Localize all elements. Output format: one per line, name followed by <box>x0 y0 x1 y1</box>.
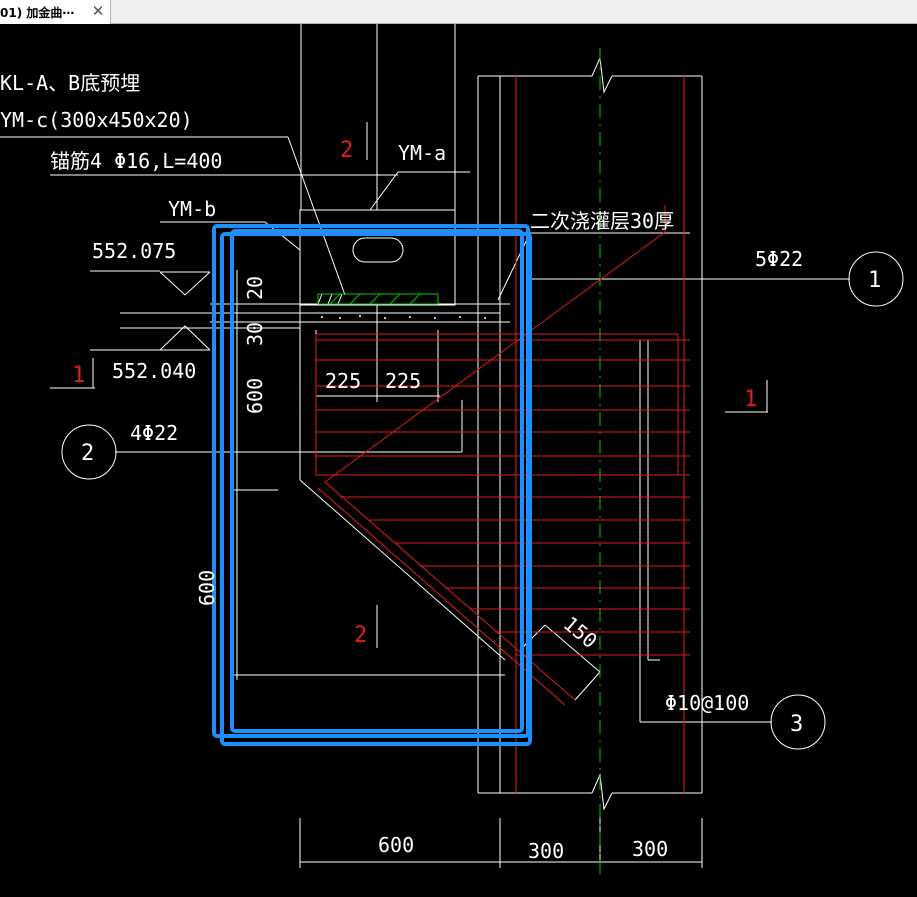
stirrup-label: Φ10@100 <box>665 691 749 715</box>
callout-1-label: 1 <box>868 268 881 293</box>
dim-300-b: 300 <box>632 837 668 861</box>
selection-highlight <box>212 224 532 746</box>
dim-30: 30 <box>243 322 267 346</box>
rebar-left-label: 4Φ22 <box>130 421 178 445</box>
dim-600-left: 600 <box>243 378 267 414</box>
embed-note-line1: KL-A、B底预埋 <box>0 71 140 95</box>
elevation-bottom: 552.040 <box>112 359 196 383</box>
section-mark-1-right: 1 <box>744 387 757 412</box>
document-tab[interactable]: 01) 加金曲⋯ ✕ <box>0 0 111 24</box>
grout-fill <box>321 315 486 319</box>
grout-hatch <box>317 293 343 305</box>
structure-lines <box>0 24 904 868</box>
anchor-note: 锚筋4 Φ16,L=400 <box>50 149 222 173</box>
callout-3-label: 3 <box>790 712 803 737</box>
dim-225-a: 225 <box>325 369 361 393</box>
cad-drawing[interactable]: KL-A、B底预埋 YM-c(300x450x20) 锚筋4 Φ16,L=400… <box>0 24 917 893</box>
rebar-lines <box>315 76 690 793</box>
grout-label: 二次浇灌层30厚 <box>530 209 674 233</box>
section-mark-1-left: 1 <box>72 363 85 388</box>
ym-b-label: YM-b <box>168 197 216 221</box>
cad-drawing-canvas[interactable]: KL-A、B底预埋 YM-c(300x450x20) 锚筋4 Φ16,L=400… <box>0 24 917 893</box>
close-icon[interactable]: ✕ <box>91 2 105 20</box>
section-mark-2-top: 2 <box>340 138 353 163</box>
dim-600-bottom: 600 <box>378 833 414 857</box>
embed-note-line2: YM-c(300x450x20) <box>0 108 193 132</box>
anchor-plate <box>317 293 439 305</box>
document-tab-bar: 01) 加金曲⋯ ✕ <box>0 0 917 24</box>
dim-20: 20 <box>243 276 267 300</box>
callout-2-label: 2 <box>81 441 94 466</box>
dim-150: 150 <box>559 611 602 653</box>
elevation-top: 552.075 <box>92 239 176 263</box>
section-marks: 2 2 1 1 <box>72 138 757 648</box>
dim-600-lower: 600 <box>195 570 219 606</box>
dim-225-b: 225 <box>385 369 421 393</box>
rebar-top-label: 5Φ22 <box>755 247 803 271</box>
section-mark-2-bottom: 2 <box>354 623 367 648</box>
document-tab-label: 01) 加金曲⋯ <box>0 5 75 20</box>
ym-a-label: YM-a <box>398 141 446 165</box>
dim-300-a: 300 <box>528 839 564 863</box>
annotation-text: KL-A、B底预埋 YM-c(300x450x20) 锚筋4 Φ16,L=400… <box>0 71 881 863</box>
